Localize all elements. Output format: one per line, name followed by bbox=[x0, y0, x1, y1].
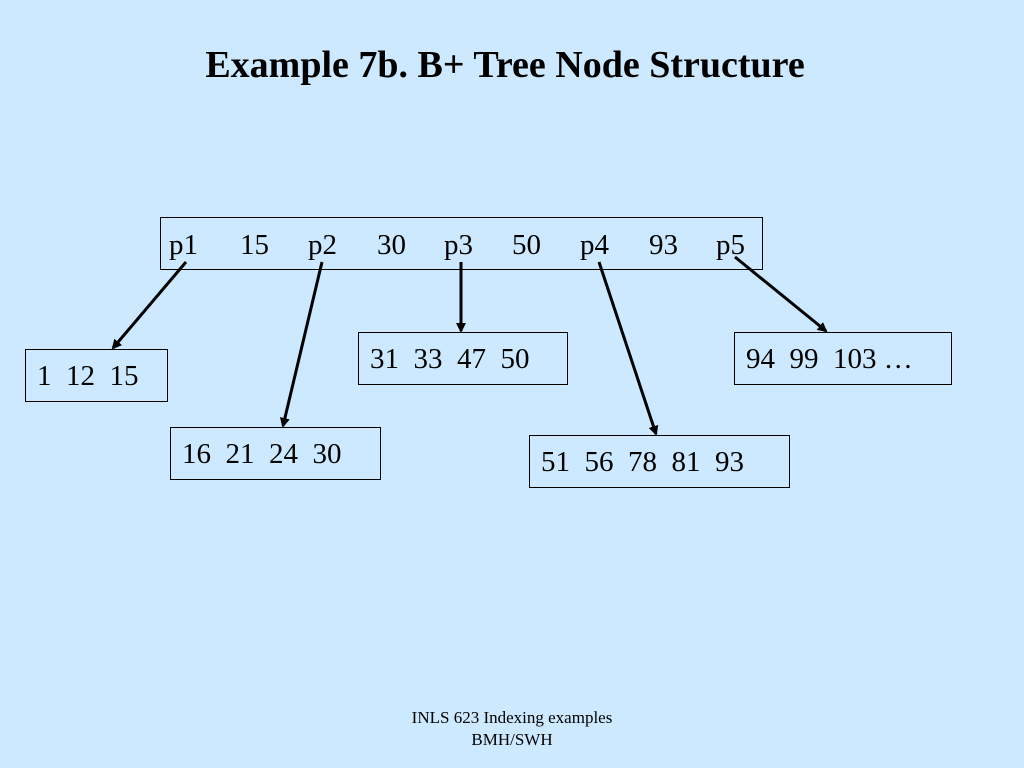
slide-title: Example 7b. B+ Tree Node Structure bbox=[205, 44, 805, 86]
footer-authors: BMH/SWH bbox=[471, 730, 553, 749]
root-node: p1 15 p2 30 p3 50 p4 93 p5 bbox=[160, 217, 763, 270]
leaf-node-4-keys: 51 56 78 81 93 bbox=[541, 445, 744, 478]
leaf-node-3: 31 33 47 50 bbox=[358, 332, 568, 385]
leaf-node-1: 1 12 15 bbox=[25, 349, 168, 402]
arrow-p2-to-leaf-2 bbox=[279, 261, 324, 428]
leaf-node-2: 16 21 24 30 bbox=[170, 427, 381, 480]
leaf-node-4: 51 56 78 81 93 bbox=[529, 435, 790, 488]
leaf-node-2-keys: 16 21 24 30 bbox=[182, 437, 342, 470]
leaf-node-1-keys: 1 12 15 bbox=[37, 359, 139, 392]
root-pointer-p4: p4 bbox=[580, 229, 609, 261]
slide-footer: INLS 623 Indexing examples BMH/SWH bbox=[362, 707, 662, 751]
arrow-p1-to-leaf-1 bbox=[111, 261, 188, 350]
root-key-15: 15 bbox=[240, 229, 269, 261]
leaf-node-5: 94 99 103 … bbox=[734, 332, 952, 385]
root-key-50: 50 bbox=[512, 229, 541, 261]
root-pointer-p1: p1 bbox=[169, 229, 198, 261]
root-pointer-p2: p2 bbox=[308, 229, 337, 261]
root-pointer-p3: p3 bbox=[444, 229, 473, 261]
root-key-93: 93 bbox=[649, 229, 678, 261]
footer-course: INLS 623 Indexing examples bbox=[411, 708, 613, 727]
arrow-p4-to-leaf-4 bbox=[597, 261, 659, 436]
leaf-node-5-keys: 94 99 103 … bbox=[746, 342, 913, 375]
root-pointer-p5: p5 bbox=[716, 229, 745, 261]
leaf-node-3-keys: 31 33 47 50 bbox=[370, 342, 530, 375]
root-key-30: 30 bbox=[377, 229, 406, 261]
